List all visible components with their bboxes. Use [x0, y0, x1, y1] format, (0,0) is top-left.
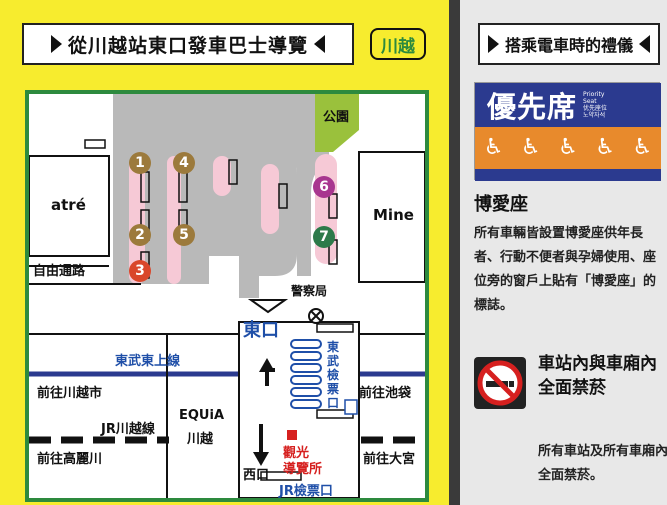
arrow-left-icon	[639, 35, 650, 53]
tobu-gate-turnstiles	[290, 339, 322, 409]
equia-label: EQUiA	[179, 408, 225, 423]
bus-bay	[167, 156, 181, 284]
bus-bay	[261, 164, 279, 234]
bus-stop-3[interactable]: 3	[129, 260, 151, 282]
bus-stop-4[interactable]: 4	[173, 152, 195, 174]
tobu-gate-label: 東 武 檢 票 口	[326, 340, 339, 410]
police-box-label: 警察局	[291, 284, 328, 298]
jr-gate-label: JR檢票口	[279, 484, 333, 499]
priority-seat-heading: 博愛座	[474, 194, 528, 215]
no-smoking-icon	[474, 357, 526, 409]
bus-guide-title: 從川越站東口發車巴士導覽	[67, 34, 308, 57]
tourist-info-label-2: 導覽所	[283, 462, 323, 477]
bus-stop-2[interactable]: 2	[129, 224, 151, 246]
pregnant-person-icon: ♿	[595, 135, 616, 160]
train-manners-title: 搭乘電車時的禮儀	[504, 36, 633, 55]
seated-person-icon: ♿	[558, 135, 578, 160]
east-exit-marker	[247, 299, 289, 314]
bus-stop-1[interactable]: 1	[129, 152, 151, 174]
tourist-info-marker	[287, 430, 297, 440]
gate-stripes	[316, 323, 354, 333]
to-komagawa-label: 前往高麗川	[37, 452, 103, 467]
gate-stripes	[84, 139, 106, 149]
atre-building	[29, 155, 110, 257]
no-smoking-heading: 車站內與車廂內全面禁菸	[538, 354, 657, 398]
east-exit-label: 東口	[243, 320, 279, 341]
station-badge: 川越	[370, 28, 426, 60]
injured-person-icon: ♿	[520, 135, 541, 160]
bus-stop-6[interactable]: 6	[313, 176, 335, 198]
atre-label: atré	[51, 196, 86, 214]
bus-stop-7[interactable]: 7	[313, 226, 335, 248]
deck-top	[113, 94, 333, 144]
arrow-left-icon	[314, 35, 325, 53]
priority-seat-sign: 優先席 Priority Seat 优先座位 노약자석 ♿ ♿ ♿ ♿ ♿	[474, 82, 661, 181]
tourist-info-label-1: 觀光	[283, 446, 310, 461]
bus-guide-panel: 從川越站東口發車巴士導覽 川越	[0, 0, 449, 505]
priority-seat-small-text: Priority Seat 优先座位 노약자석	[583, 91, 608, 119]
free-passage-label: 自由通路	[33, 264, 86, 279]
park-label: 公園	[323, 110, 350, 125]
priority-seat-description: 所有車輛皆設置博愛座供年長者、行動不便者與孕婦使用、座位旁的窗戶上貼有「博愛座」…	[474, 226, 657, 313]
to-ikebukuro-label: 前往池袋	[359, 386, 412, 401]
tobu-line-label: 東武東上線	[115, 354, 181, 369]
deck-right-curve	[277, 144, 329, 276]
bus-stop-5[interactable]: 5	[173, 224, 195, 246]
park-area	[315, 94, 359, 152]
station-map-graphic	[29, 94, 425, 498]
priority-seat-title: 優先席	[487, 90, 578, 124]
restroom-icon	[344, 399, 358, 415]
parent-child-icon: ♿	[632, 135, 653, 160]
bus-guide-banner: 從川越站東口發車巴士導覽	[22, 23, 354, 65]
mine-label: Mine	[373, 206, 414, 224]
train-manners-banner: 搭乘電車時的禮儀	[478, 23, 660, 65]
mine-building	[358, 151, 425, 283]
station-map: 公園 atré Mine 自由通路 警察局 東口 東武東上線 前往川越市 前往池…	[25, 90, 429, 502]
arrow-right-icon	[50, 35, 62, 53]
equia-sub-label: 川越	[187, 432, 214, 447]
arrow-right-icon	[487, 35, 499, 53]
elderly-person-icon: ♿	[483, 135, 504, 160]
to-kawagoeshi-label: 前往川越市	[37, 386, 103, 401]
jr-kawagoe-line-label: JR川越線	[101, 422, 155, 437]
train-manners-panel: 搭乘電車時的禮儀 優先席 Priority Seat 优先座位 노약자석 ♿ ♿…	[460, 0, 667, 505]
west-exit-label: 西口	[243, 468, 270, 483]
bus-bay	[213, 156, 231, 196]
no-smoking-description: 所有車站及所有車廂內全面禁菸。	[538, 444, 667, 483]
gate-stripes	[260, 471, 302, 481]
priority-seat-pictograms: ♿ ♿ ♿ ♿ ♿	[475, 127, 661, 169]
to-omiya-label: 前往大宮	[363, 452, 416, 467]
